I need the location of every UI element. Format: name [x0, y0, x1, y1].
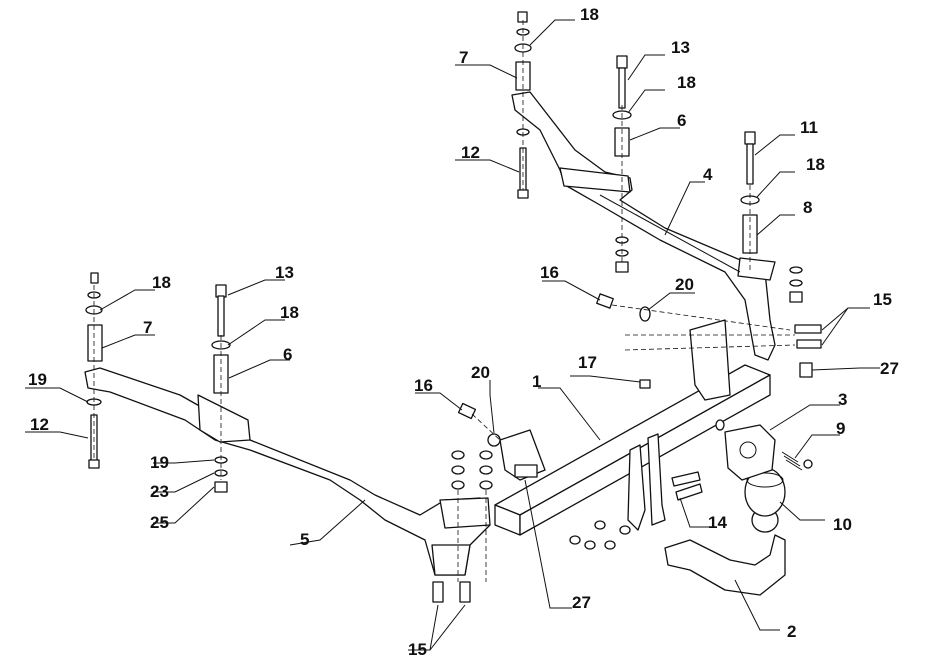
callout-15-bottom: 15	[408, 640, 427, 659]
callout-10: 10	[833, 515, 852, 534]
ball-mount	[664, 467, 786, 596]
callout-11: 11	[800, 118, 818, 137]
callout-6-right: 6	[677, 111, 686, 130]
left-side-bracket	[84, 367, 491, 576]
callout-9: 9	[836, 419, 845, 438]
callout-23: 23	[150, 482, 169, 501]
assembly-lines	[93, 20, 796, 582]
leader-lines	[25, 19, 880, 651]
main-crossbar	[494, 319, 771, 536]
fastener-group-front-bracket	[432, 450, 493, 603]
callout-20-left: 20	[471, 363, 490, 382]
callout-16-right: 16	[540, 263, 559, 282]
callout-12-left: 12	[30, 415, 49, 434]
callout-1: 1	[532, 372, 541, 391]
fastener-stack-left-rear	[211, 284, 231, 493]
callout-20-right: 20	[675, 275, 694, 294]
callout-2: 2	[787, 622, 796, 641]
callout-18-top: 18	[580, 5, 599, 24]
callout-3: 3	[838, 390, 847, 409]
callout-19-left: 19	[28, 370, 47, 389]
callout-12-right: 12	[461, 143, 480, 162]
callout-27-bottom: 27	[572, 593, 591, 612]
callout-7-right: 7	[459, 48, 468, 67]
callout-7-left: 7	[143, 318, 152, 337]
callout-14: 14	[708, 513, 727, 532]
callout-16-left: 16	[414, 376, 433, 395]
callout-25: 25	[150, 513, 169, 532]
callout-5: 5	[300, 530, 309, 549]
vertical-brackets	[627, 433, 703, 531]
callout-18-right-rear: 18	[806, 155, 825, 174]
callout-labels: 1 2 3 4 5 6 6 7 7 8 9 10 11 12 12 13 13 …	[28, 5, 899, 659]
callout-6-left: 6	[283, 345, 292, 364]
callout-27-right: 27	[880, 359, 899, 378]
callout-17: 17	[578, 353, 597, 372]
callout-13-right: 13	[671, 38, 690, 57]
right-side-bracket	[511, 91, 776, 361]
socket-plate	[724, 424, 813, 481]
callout-4: 4	[703, 165, 713, 184]
callout-18-right-mid: 18	[677, 73, 696, 92]
callout-18-left-front: 18	[152, 273, 171, 292]
callout-18-left-rear: 18	[280, 303, 299, 322]
callout-19-bottom: 19	[150, 453, 169, 472]
callout-8: 8	[803, 198, 812, 217]
callout-15-right: 15	[873, 290, 892, 309]
callout-13-left: 13	[275, 263, 294, 282]
